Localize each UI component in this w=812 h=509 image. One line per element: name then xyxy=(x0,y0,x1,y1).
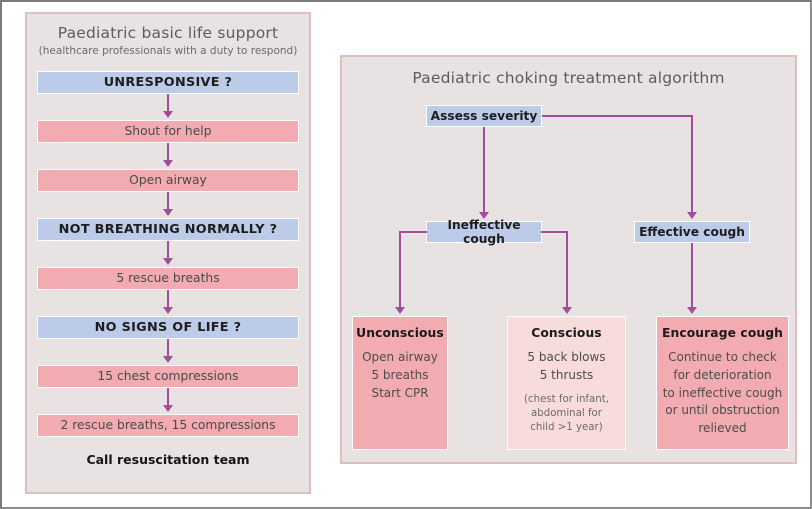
outcome-note-line: (chest for infant, xyxy=(524,393,609,405)
choking-panel-title: Paediatric choking treatment algorithm xyxy=(412,69,725,87)
connector-line xyxy=(167,339,169,358)
connector-arrow-icon xyxy=(163,209,173,216)
bls-step-unresponsive[interactable]: UNRESPONSIVE ? xyxy=(37,71,299,94)
choking-outcome-encourage-cough[interactable]: Encourage cough Continue to check for de… xyxy=(656,316,789,450)
choking-node-label: Assess severity xyxy=(430,108,538,123)
connector-arrow-icon xyxy=(479,212,489,219)
bls-panel-subtitle: (healthcare professionals with a duty to… xyxy=(38,45,298,57)
outcome-body-line: Open airway xyxy=(362,350,438,364)
connector-line xyxy=(167,388,169,407)
outcome-body-line: 5 breaths xyxy=(371,367,429,382)
connector-arrow-icon xyxy=(687,307,697,314)
connector-arrow-icon xyxy=(395,307,405,314)
bls-step-label: 15 chest compressions xyxy=(97,369,239,384)
outcome-title: Encourage cough xyxy=(662,326,783,340)
connector-arrow-icon xyxy=(163,258,173,265)
outcome-body-line: 5 back blows xyxy=(527,350,606,364)
outcome-body: Continue to check for deterioration to i… xyxy=(657,349,788,438)
connector-line xyxy=(483,127,485,214)
connector-line xyxy=(399,231,401,309)
choking-node-effective-cough[interactable]: Effective cough xyxy=(634,221,750,243)
connector-arrow-icon xyxy=(687,212,697,219)
bls-step-label: UNRESPONSIVE ? xyxy=(103,74,233,90)
bls-step-label: 2 rescue breaths, 15 compressions xyxy=(60,418,276,433)
bls-footer-call-resuscitation-team: Call resuscitation team xyxy=(86,452,250,467)
outcome-note: (chest for infant, abdominal for child >… xyxy=(508,393,625,436)
connector-line xyxy=(167,290,169,309)
outcome-title: Unconscious xyxy=(356,326,444,340)
connector-arrow-icon xyxy=(163,111,173,118)
connector-line xyxy=(399,231,427,233)
choking-outcome-unconscious[interactable]: Unconscious Open airway 5 breaths Start … xyxy=(352,316,448,450)
bls-step-label: NOT BREATHING NORMALLY ? xyxy=(58,221,278,237)
paediatric-choking-treatment-panel: Paediatric choking treatment algorithm A… xyxy=(340,55,797,464)
bls-step-label: NO SIGNS OF LIFE ? xyxy=(94,319,242,335)
outcome-body-line: Continue to check xyxy=(668,350,777,364)
outcome-title: Conscious xyxy=(531,326,602,340)
connector-line xyxy=(167,143,169,162)
bls-step-2-rescue-breaths-15-compressions[interactable]: 2 rescue breaths, 15 compressions xyxy=(37,414,299,437)
bls-step-label: Open airway xyxy=(129,173,207,188)
bls-step-open-airway[interactable]: Open airway xyxy=(37,169,299,192)
choking-node-assess-severity[interactable]: Assess severity xyxy=(426,105,542,127)
bls-step-label: Shout for help xyxy=(124,124,212,139)
connector-line xyxy=(541,231,568,233)
bls-step-15-chest-compressions[interactable]: 15 chest compressions xyxy=(37,365,299,388)
choking-outcome-conscious[interactable]: Conscious 5 back blows 5 thrusts (chest … xyxy=(507,316,626,450)
outcome-body-line: relieved xyxy=(698,421,747,435)
bls-panel-title: Paediatric basic life support xyxy=(57,24,279,42)
connector-line xyxy=(167,94,169,113)
connector-line xyxy=(167,241,169,260)
outcome-body-line: for deterioration xyxy=(673,367,772,382)
outcome-body-line: to ineffective cough xyxy=(662,385,783,400)
outcome-body: Open airway 5 breaths Start CPR xyxy=(353,349,447,402)
connector-arrow-icon xyxy=(163,160,173,167)
connector-line xyxy=(691,243,693,309)
connector-line xyxy=(542,115,693,117)
connector-arrow-icon xyxy=(562,307,572,314)
connector-line xyxy=(566,231,568,309)
connector-arrow-icon xyxy=(163,356,173,363)
connector-arrow-icon xyxy=(163,307,173,314)
choking-node-ineffective-cough[interactable]: Ineffective cough xyxy=(426,218,542,246)
outcome-body-line: Start CPR xyxy=(371,385,429,400)
bls-step-label: 5 rescue breaths xyxy=(116,271,220,286)
outcome-body-line: or until obstruction xyxy=(665,403,780,418)
bls-step-shout-for-help[interactable]: Shout for help xyxy=(37,120,299,143)
bls-step-5-rescue-breaths[interactable]: 5 rescue breaths xyxy=(37,267,299,290)
connector-line xyxy=(167,192,169,211)
bls-step-no-signs-of-life[interactable]: NO SIGNS OF LIFE ? xyxy=(37,316,299,339)
paediatric-basic-life-support-panel: Paediatric basic life support (healthcar… xyxy=(25,12,311,494)
choking-node-label: Ineffective cough xyxy=(447,217,521,246)
connector-line xyxy=(691,115,693,214)
connector-arrow-icon xyxy=(163,405,173,412)
choking-node-label: Effective cough xyxy=(639,224,745,239)
outcome-body: 5 back blows 5 thrusts xyxy=(508,349,625,385)
outcome-note-line: child >1 year) xyxy=(530,422,603,434)
outcome-body-line: 5 thrusts xyxy=(539,367,594,382)
bls-step-not-breathing-normally[interactable]: NOT BREATHING NORMALLY ? xyxy=(37,218,299,241)
outcome-note-line: abdominal for xyxy=(531,407,602,419)
